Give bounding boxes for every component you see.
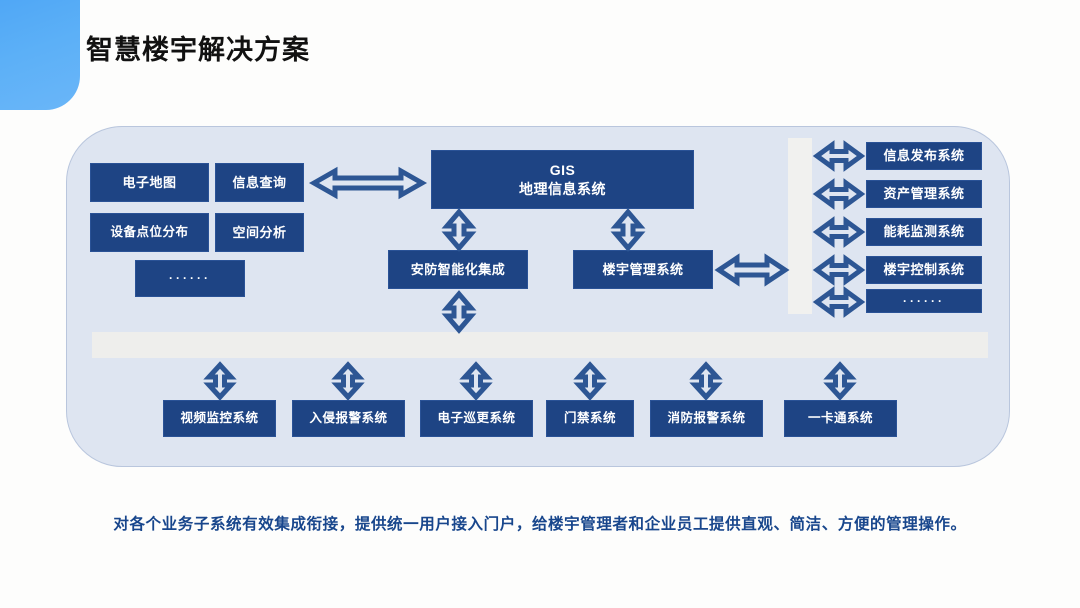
- arrow-bus-to-building-control-icon: [812, 254, 866, 286]
- summary-caption: 对各个业务子系统有效集成衔接，提供统一用户接入门户，给楼宇管理者和企业员工提供直…: [113, 516, 967, 533]
- box-label: ······: [903, 293, 945, 308]
- box-gis-system[interactable]: GIS 地理信息系统: [431, 150, 694, 209]
- box-label: 设备点位分布: [110, 225, 189, 240]
- arrow-security-to-bus-icon: [441, 290, 477, 334]
- gis-subtitle: 地理信息系统: [519, 180, 606, 197]
- right-bus-bar: [788, 138, 812, 314]
- arrow-left-to-gis-icon: [308, 166, 428, 200]
- box-spatial-analysis[interactable]: 空间分析: [215, 213, 304, 252]
- box-asset-management-system[interactable]: 资产管理系统: [866, 180, 982, 208]
- arrow-building-to-right-bus-icon: [714, 253, 790, 287]
- box-label: 空间分析: [232, 224, 287, 240]
- arrow-bus-to-electronic-patrol-icon: [459, 361, 493, 401]
- page-title: 智慧楼宇解决方案: [86, 35, 310, 65]
- box-label: 楼宇管理系统: [602, 261, 684, 277]
- box-video-surveillance-system[interactable]: 视频监控系统: [163, 400, 276, 437]
- integration-bus-bar: [92, 332, 988, 358]
- box-label: 能耗监测系统: [883, 224, 965, 240]
- arrow-bus-to-card-system-icon: [823, 361, 857, 401]
- box-label: 消防报警系统: [667, 411, 746, 426]
- box-building-management[interactable]: 楼宇管理系统: [573, 250, 713, 289]
- arrow-bus-to-asset-mgmt-icon: [812, 178, 866, 210]
- box-fire-alarm-system[interactable]: 消防报警系统: [650, 400, 763, 437]
- gis-title: GIS: [549, 161, 576, 178]
- arrow-bus-to-fire-alarm-icon: [689, 361, 723, 401]
- box-right-more[interactable]: ······: [866, 289, 982, 313]
- box-label: 电子地图: [122, 174, 177, 190]
- box-electronic-patrol-system[interactable]: 电子巡更系统: [420, 400, 533, 437]
- box-label: 视频监控系统: [180, 411, 259, 426]
- box-label: 信息发布系统: [883, 148, 965, 164]
- box-label: 楼宇控制系统: [883, 262, 965, 278]
- box-information-publishing-system[interactable]: 信息发布系统: [866, 142, 982, 170]
- arrow-gis-to-security-icon: [441, 208, 477, 252]
- box-label: 电子巡更系统: [437, 411, 516, 426]
- box-label: 信息查询: [232, 174, 287, 190]
- box-label: 资产管理系统: [883, 186, 965, 202]
- arrow-bus-to-intrusion-alarm-icon: [331, 361, 365, 401]
- box-all-in-one-card-system[interactable]: 一卡通系统: [784, 400, 897, 437]
- box-security-integration[interactable]: 安防智能化集成: [388, 250, 528, 289]
- corner-accent-shape: [0, 0, 80, 110]
- box-label: 入侵报警系统: [309, 411, 388, 426]
- box-building-control-system[interactable]: 楼宇控制系统: [866, 256, 982, 284]
- box-label: 一卡通系统: [807, 411, 873, 426]
- box-device-point-distribution[interactable]: 设备点位分布: [90, 213, 209, 252]
- arrow-bus-to-info-publishing-icon: [812, 140, 866, 172]
- box-left-more[interactable]: ······: [135, 260, 245, 297]
- arrow-gis-to-building-icon: [610, 208, 646, 252]
- box-label: ······: [169, 271, 211, 286]
- arrow-bus-to-access-control-icon: [573, 361, 607, 401]
- arrow-bus-to-right-more-icon: [812, 286, 866, 318]
- box-information-query[interactable]: 信息查询: [215, 163, 304, 202]
- arrow-bus-to-video-surveillance-icon: [203, 361, 237, 401]
- box-electronic-map[interactable]: 电子地图: [90, 163, 209, 202]
- arrow-bus-to-energy-monitor-icon: [812, 216, 866, 248]
- box-label: 门禁系统: [563, 411, 616, 426]
- box-intrusion-alarm-system[interactable]: 入侵报警系统: [292, 400, 405, 437]
- box-access-control-system[interactable]: 门禁系统: [546, 400, 634, 437]
- box-label: 安防智能化集成: [410, 261, 506, 277]
- box-energy-monitoring-system[interactable]: 能耗监测系统: [866, 218, 982, 246]
